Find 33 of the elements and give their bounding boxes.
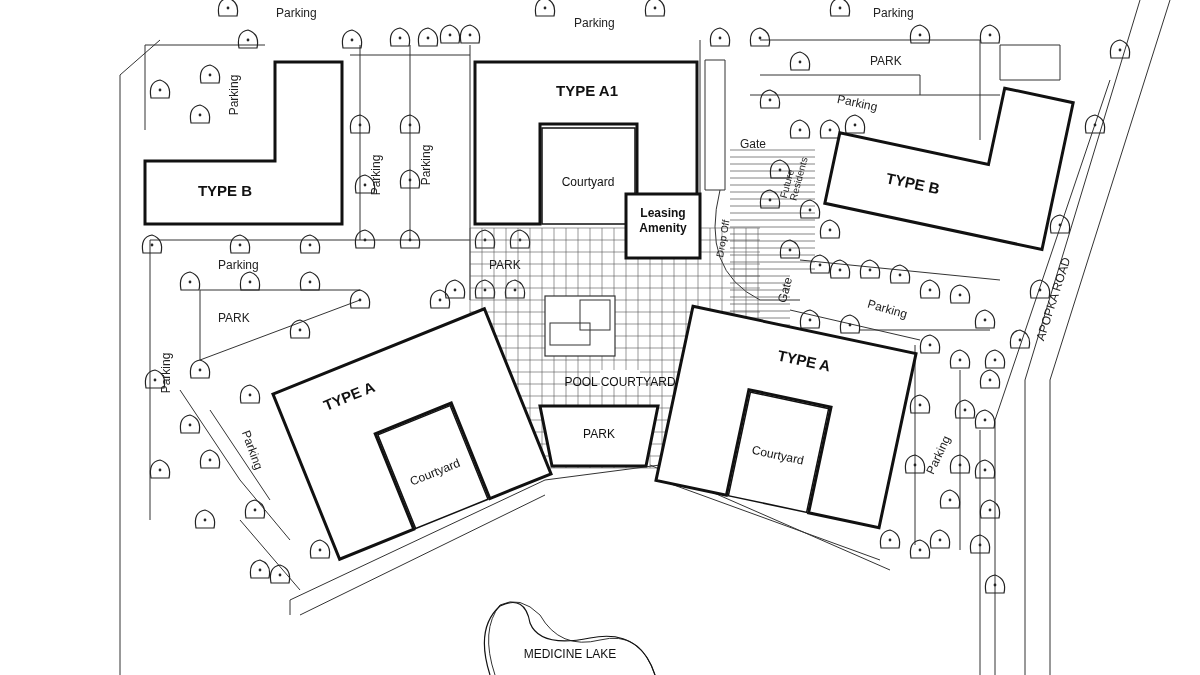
building-label: TYPE A1: [556, 81, 618, 99]
parking-label: Parking: [419, 144, 434, 186]
park-label: PARK: [489, 258, 521, 272]
apartment-building: [272, 308, 552, 560]
parking-label: Parking: [227, 74, 242, 116]
amenity-building: [626, 194, 700, 258]
building-label: TYPE B: [197, 181, 253, 199]
gate-label: Gate: [740, 137, 766, 151]
parking-label: Parking: [276, 6, 317, 20]
parking-label: Parking: [873, 6, 914, 20]
parking-label: Parking: [574, 16, 615, 30]
apartment-building: [145, 62, 342, 224]
area-label: MEDICINE LAKE: [523, 647, 617, 661]
area-label: Courtyard: [561, 175, 615, 189]
building-label: TYPE A: [321, 377, 378, 414]
courtyard-area: [542, 128, 635, 224]
area-label: Courtyard: [750, 442, 806, 468]
apartment-building: [475, 62, 697, 224]
parking-label: Parking: [836, 91, 879, 115]
area-label: POOL COURTYARD: [564, 375, 676, 389]
area-label: PARK: [583, 427, 615, 441]
drop-off-label: Drop Off: [714, 219, 732, 258]
park-label: PARK: [218, 311, 250, 325]
parking-label: Parking: [218, 258, 259, 272]
parking-label: Parking: [159, 352, 174, 394]
building-label: TYPE B: [884, 169, 942, 198]
building-label: Leasing Amenity: [638, 206, 688, 236]
building-label: TYPE A: [776, 346, 833, 375]
park-area: [540, 406, 658, 466]
parking-label: Parking: [369, 154, 384, 196]
park-label: PARK: [870, 54, 902, 68]
parking-label: Parking: [238, 428, 266, 472]
gate-label: Gate: [774, 275, 796, 305]
